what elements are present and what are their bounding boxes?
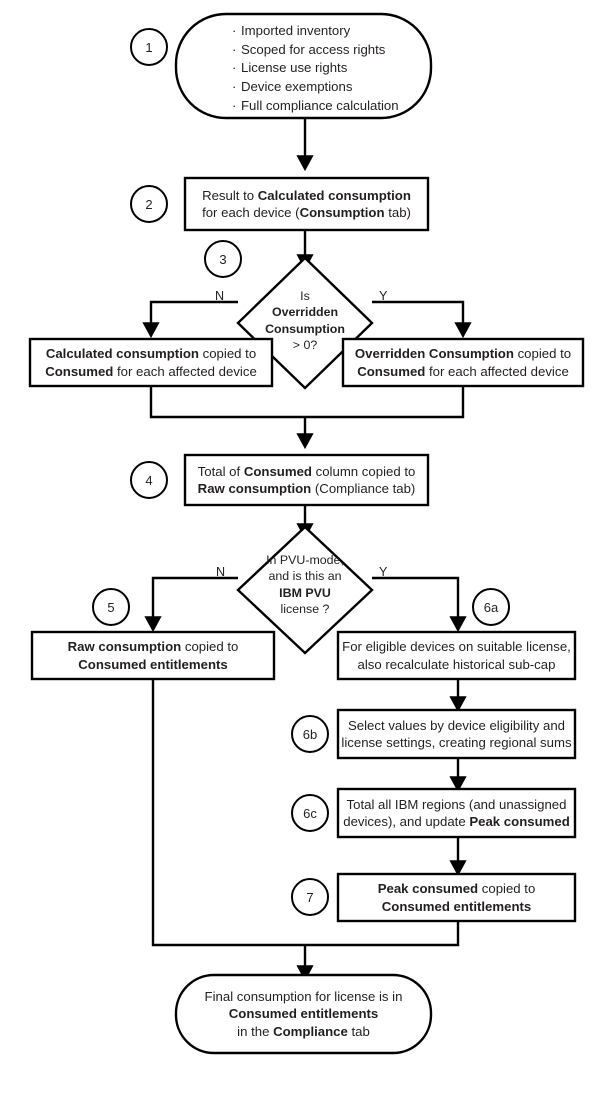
step-number-4: 4 (130, 461, 168, 499)
step-number-2: 2 (130, 185, 168, 223)
bullet-dot-icon: · (232, 60, 237, 76)
connector-pvu-yes (372, 576, 467, 633)
shape-step-7 (336, 872, 577, 923)
shape-step-3-no (28, 337, 274, 388)
list-item: ·Imported inventory (232, 22, 399, 41)
shape-decision-pvu (236, 525, 374, 655)
bullet-dot-icon: · (232, 23, 237, 38)
bullet-dot-icon: · (232, 41, 237, 57)
shape-step-6b (336, 708, 577, 760)
step-number-7: 7 (291, 878, 329, 916)
step-number-6b: 6b (291, 715, 329, 753)
shape-step-1 (174, 12, 433, 120)
step-1-bullet-list: ·Imported inventory ·Scoped for access r… (232, 22, 399, 116)
decision-3-no-label: N (215, 289, 225, 303)
connector-pvu-no (144, 576, 238, 633)
connector-decision3-no (142, 300, 238, 339)
bullet-dot-icon: · (232, 79, 237, 95)
step-number-1: 1 (130, 28, 168, 66)
shape-step-6c (336, 787, 577, 839)
step-number-5: 5 (92, 588, 130, 626)
decision-3-yes-label: Y (379, 289, 388, 303)
decision-pvu-no-label: N (216, 565, 226, 579)
step-number-6a: 6a (472, 588, 510, 626)
list-item: ·Device exemptions (232, 78, 399, 97)
step-number-6c: 6c (291, 794, 329, 832)
list-item: ·Scoped for access rights (232, 41, 399, 60)
shape-step-end (174, 973, 433, 1055)
bullet-dot-icon: · (232, 97, 237, 113)
shape-step-4 (183, 453, 430, 507)
shape-step-2 (183, 176, 430, 232)
shape-step-3-yes (341, 337, 585, 388)
list-item: ·Full compliance calculation (232, 97, 399, 116)
step-number-3: 3 (204, 240, 242, 278)
shape-step-6a (336, 630, 577, 681)
shape-step-5 (30, 630, 276, 681)
connector-decision3-yes (372, 300, 472, 339)
decision-pvu-yes-label: Y (379, 565, 388, 579)
connector-merge-to-step4 (149, 386, 465, 419)
list-item: ·License use rights (232, 59, 399, 78)
